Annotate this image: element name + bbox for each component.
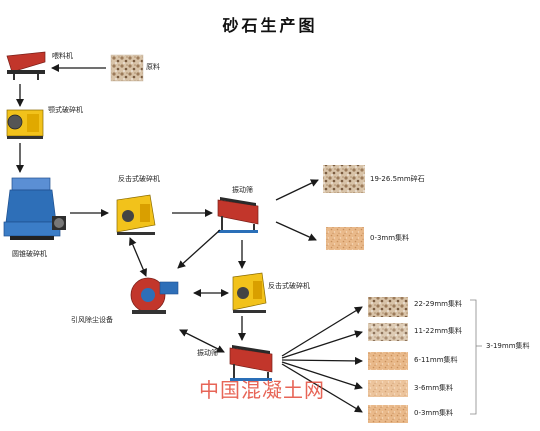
cone-crusher-icon: [3, 177, 66, 240]
page-title: 砂石生产图: [222, 16, 318, 35]
output-range-label: 3-19mm集料: [486, 342, 530, 350]
dust-collector-icon: [130, 277, 179, 314]
jaw-crusher-icon: [6, 109, 44, 139]
impact-crusher-1-icon: [116, 194, 156, 235]
impact-crusher-2-label: 反击式破碎机: [268, 282, 310, 290]
dust-collector-label: 引风除尘设备: [71, 316, 113, 324]
output-5-label: 0-3mm集料: [414, 409, 454, 417]
product-gravel-sample: [323, 165, 365, 193]
screen-2-icon: [229, 345, 273, 381]
raw-material-sample: [110, 54, 144, 82]
output-samples: [368, 297, 408, 423]
cone-crusher-label: 圆锥破碎机: [12, 250, 47, 258]
output-2-label: 11-22mm集料: [414, 327, 462, 335]
impact-crusher-2-icon: [232, 272, 267, 313]
screen-1-label: 振动筛: [232, 186, 253, 194]
output-3-label: 6-11mm集料: [414, 356, 458, 364]
feeder-label: 喂料机: [52, 52, 73, 60]
raw-material-label: 原料: [146, 63, 160, 71]
product-1-label: 19-26.5mm碎石: [370, 175, 425, 183]
feeder-machine-icon: [6, 51, 46, 80]
product-2-label: 0-3mm集料: [370, 234, 410, 242]
impact-crusher-1-label: 反击式破碎机: [118, 175, 160, 183]
screen-2-label: 振动筛: [197, 349, 218, 357]
output-range-bracket: [470, 299, 482, 415]
watermark: 中国混凝土网: [199, 378, 325, 402]
product-sand-sample: [326, 227, 364, 250]
screen-1-icon: [217, 197, 259, 233]
jaw-crusher-label: 颚式破碎机: [48, 106, 83, 114]
output-4-label: 3-6mm集料: [414, 384, 454, 392]
flow-arrows: [16, 64, 363, 413]
output-1-label: 22-29mm集料: [414, 300, 462, 308]
